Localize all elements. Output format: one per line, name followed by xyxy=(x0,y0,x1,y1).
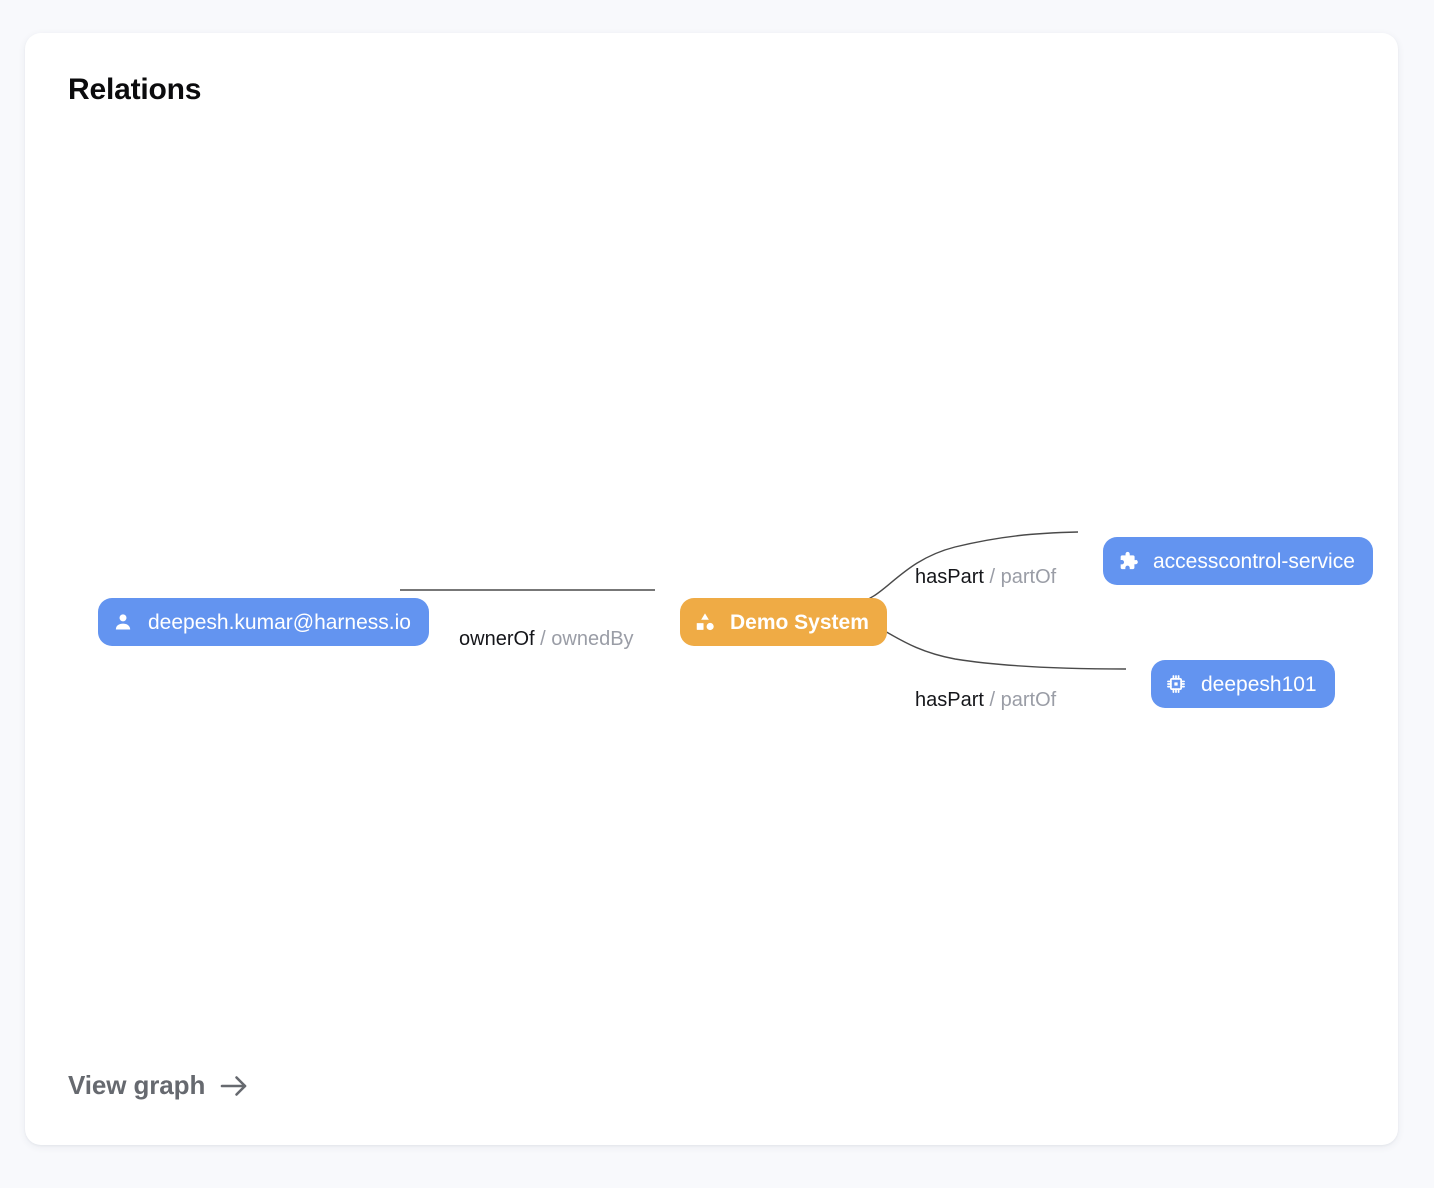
graph-node-label: deepesh101 xyxy=(1201,672,1317,696)
graph-node-accesscontrol-service[interactable]: accesscontrol-service xyxy=(1103,537,1373,585)
arrow-right-icon xyxy=(219,1073,249,1099)
memory-chip-icon xyxy=(1165,673,1187,695)
person-icon xyxy=(112,611,134,633)
graph-node-demo-system[interactable]: Demo System xyxy=(680,598,887,646)
relations-card: Relations deepesh.kumar@harness.io xyxy=(25,33,1398,1145)
edge-label-primary: ownerOf xyxy=(459,628,535,650)
graph-node-label: Demo System xyxy=(730,610,869,634)
graph-node-deepesh101[interactable]: deepesh101 xyxy=(1151,660,1335,708)
view-graph-link[interactable]: View graph xyxy=(68,1070,249,1101)
edge-label-secondary: partOf xyxy=(1000,689,1057,711)
category-icon xyxy=(694,611,716,633)
edge-label-separator: / xyxy=(989,566,996,588)
edge-label-primary: hasPart xyxy=(915,689,984,711)
edge-label-separator: / xyxy=(989,689,996,711)
edge-label-secondary: partOf xyxy=(1000,566,1057,588)
page-title: Relations xyxy=(68,73,202,106)
edge-label-primary: hasPart xyxy=(915,566,984,588)
graph-node-label: accesscontrol-service xyxy=(1153,549,1355,573)
relations-graph[interactable]: deepesh.kumar@harness.io Demo System acc… xyxy=(25,33,1398,1145)
edge-label-haspart-service: hasPart / partOf xyxy=(915,566,1056,589)
graph-node-user[interactable]: deepesh.kumar@harness.io xyxy=(98,598,429,646)
edge-label-separator: / xyxy=(540,628,546,650)
puzzle-piece-icon xyxy=(1117,550,1139,572)
view-graph-label: View graph xyxy=(68,1070,206,1100)
graph-edges xyxy=(400,531,1127,670)
edge-line-haspart-component xyxy=(855,618,1127,670)
edge-label-haspart-component: hasPart / partOf xyxy=(915,689,1056,712)
graph-node-label: deepesh.kumar@harness.io xyxy=(148,610,411,634)
edge-label-ownerof: ownerOf / ownedBy xyxy=(459,628,634,651)
edge-label-secondary: ownedBy xyxy=(551,628,634,650)
